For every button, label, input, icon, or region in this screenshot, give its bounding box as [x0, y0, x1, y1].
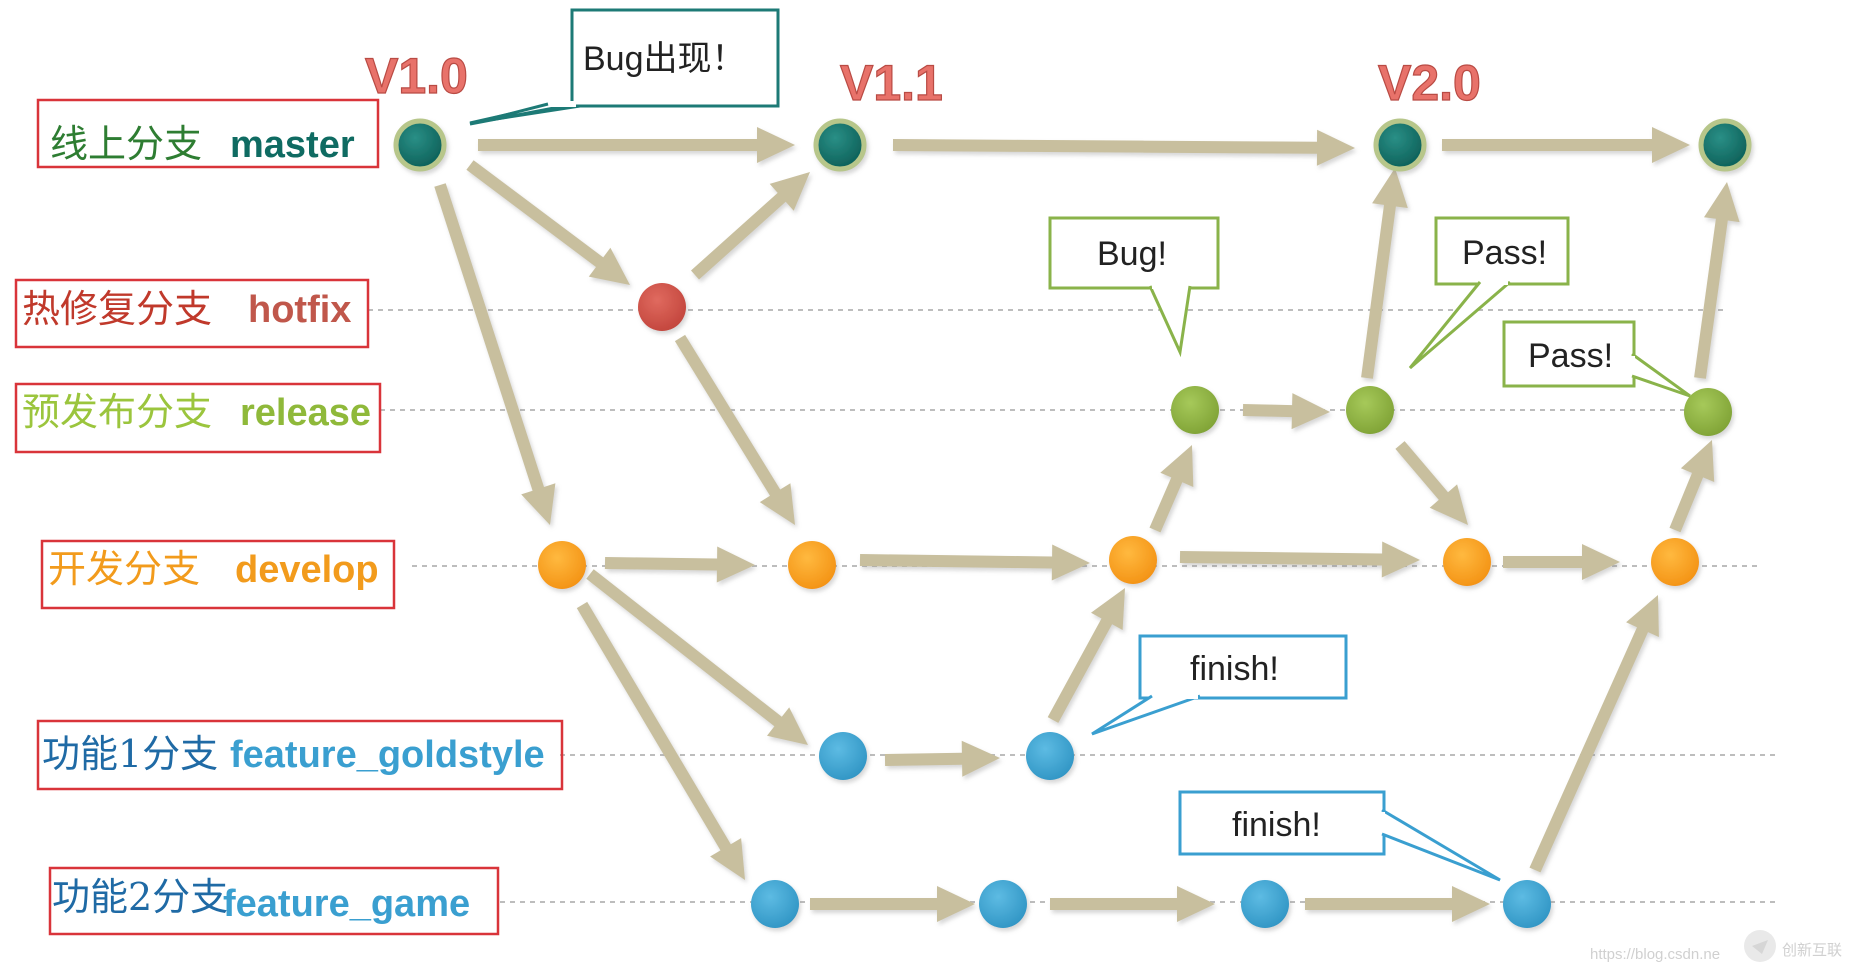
commit-arrow	[478, 127, 795, 163]
commit-arrow	[859, 544, 1090, 581]
callout-text-finish-1: finish!	[1190, 650, 1279, 688]
release-commit-node	[1346, 386, 1394, 434]
callout-pass-2: Pass!	[1502, 320, 1691, 398]
callout-pass-1: Pass!	[1408, 216, 1570, 370]
commit-nodes	[393, 118, 1752, 928]
develop-commit-node	[788, 541, 836, 589]
commit-arrow	[893, 129, 1355, 166]
master-commit-node	[1373, 118, 1427, 172]
commit-arrow	[1503, 544, 1620, 580]
branch-zh-feature2: 功能2分支	[52, 875, 228, 919]
develop-commit-node	[1109, 536, 1157, 584]
commit-arrow	[434, 183, 556, 525]
commit-arrows	[434, 127, 1740, 922]
callout-text-bug: Bug!	[1097, 235, 1167, 273]
hotfix-commit-node	[638, 283, 686, 331]
release-commit-node	[1684, 388, 1732, 436]
watermark: https://blog.csdn.ne 创新互联	[1590, 930, 1842, 963]
feature1-commit-node	[819, 732, 867, 780]
callout-text-pass-1: Pass!	[1462, 234, 1547, 272]
commit-arrow	[466, 160, 630, 285]
commit-arrow	[1179, 541, 1420, 578]
commit-arrow	[1395, 441, 1468, 525]
commit-arrow	[1242, 393, 1330, 430]
branch-zh-release: 预发布分支	[22, 390, 212, 434]
commit-arrow	[1149, 445, 1194, 533]
branch-label-master: 线上分支 master	[36, 98, 380, 169]
commit-arrow	[1050, 886, 1215, 922]
commit-arrow	[1361, 168, 1408, 379]
callout-text-finish-2: finish!	[1232, 806, 1321, 844]
branch-label-develop: 开发分支 develop	[40, 539, 396, 610]
callout-finish-2: finish!	[1178, 790, 1501, 882]
develop-commit-node	[538, 541, 586, 589]
branch-label-release: 预发布分支 release	[14, 382, 382, 454]
version-label-v1-1: V1.1	[840, 55, 943, 111]
commit-arrow	[674, 334, 795, 525]
callout-text-pass-2: Pass!	[1528, 337, 1613, 375]
branch-en-develop: develop	[235, 549, 379, 591]
branch-label-feature-game: 功能2分支 feature_game	[48, 866, 500, 936]
branch-zh-develop: 开发分支	[48, 547, 200, 591]
master-commit-node	[1698, 118, 1752, 172]
commit-arrow	[1305, 886, 1490, 922]
master-commit-node	[393, 118, 447, 172]
feature2-commit-node	[1503, 880, 1551, 928]
branch-zh-hotfix: 热修复分支	[22, 287, 212, 331]
branch-zh-master: 线上分支	[50, 122, 202, 166]
version-label-v2-0: V2.0	[1378, 55, 1481, 111]
commit-arrow	[691, 172, 810, 280]
branch-label-feature-goldstyle: 功能1分支 feature_goldstyle	[36, 719, 564, 791]
branch-zh-feature1: 功能1分支	[42, 732, 218, 776]
watermark-brand: 创新互联	[1782, 942, 1842, 959]
branch-label-hotfix: 热修复分支 hotfix	[14, 278, 370, 349]
master-commit-node	[813, 118, 867, 172]
develop-commit-node	[1651, 538, 1699, 586]
lane-lines	[368, 309, 1780, 903]
callout-bug-appear: Bug出现！	[469, 8, 780, 126]
commit-arrow	[586, 569, 808, 745]
watermark-url: https://blog.csdn.ne	[1590, 946, 1720, 963]
commit-arrow	[884, 740, 1000, 777]
commit-arrow	[576, 601, 745, 880]
feature2-commit-node	[1241, 880, 1289, 928]
commit-arrow	[1529, 595, 1659, 873]
version-label-v1-0: V1.0	[365, 48, 468, 104]
feature1-commit-node	[1026, 732, 1074, 780]
commit-arrow	[1694, 182, 1740, 379]
branch-en-hotfix: hotfix	[248, 289, 351, 331]
branch-en-master: master	[230, 124, 355, 166]
callout-text-bug-appear: Bug出现！	[583, 40, 746, 78]
commit-arrow	[1669, 440, 1715, 533]
callout-finish-1: finish!	[1091, 634, 1348, 736]
commit-arrow	[810, 886, 975, 922]
feature2-commit-node	[751, 880, 799, 928]
branch-en-release: release	[240, 392, 371, 434]
branch-en-feature-goldstyle: feature_goldstyle	[230, 734, 545, 776]
branch-en-feature-game: feature_game	[223, 883, 470, 925]
develop-commit-node	[1443, 538, 1491, 586]
commit-arrow	[604, 546, 755, 583]
callout-bug: Bug!	[1048, 216, 1220, 358]
release-commit-node	[1171, 386, 1219, 434]
commit-arrow	[1047, 588, 1125, 723]
commit-arrow	[1442, 127, 1690, 163]
feature2-commit-node	[979, 880, 1027, 928]
